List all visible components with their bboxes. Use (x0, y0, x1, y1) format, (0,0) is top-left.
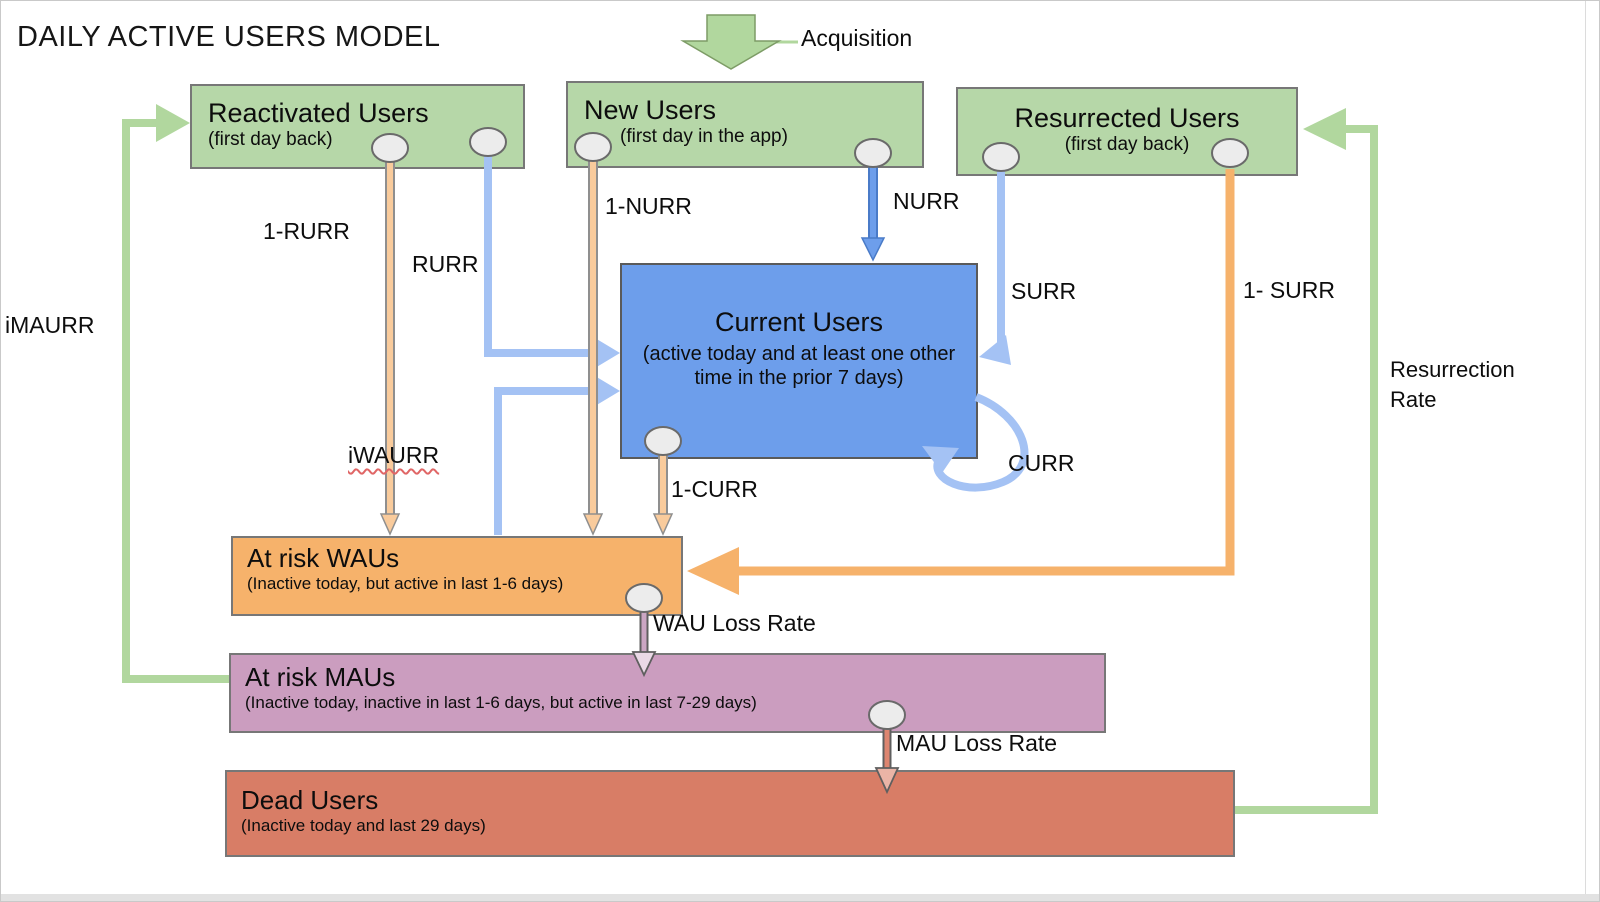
rurr-arrow (484, 151, 620, 368)
label-nurr: NURR (893, 188, 960, 214)
label-surr: SURR (1011, 278, 1077, 304)
page-title: DAILY ACTIVE USERS MODEL (17, 21, 441, 53)
one-minus-rurr-arrow (379, 153, 401, 536)
one-minus-nurr-arrow (582, 159, 604, 536)
bottom-strip (1, 894, 1599, 901)
box-current-subtitle: (active today and at least one other tim… (642, 343, 956, 390)
page-edge-line (1585, 1, 1586, 901)
box-maus-title: At risk MAUs (245, 662, 396, 692)
box-waus-subtitle: (Inactive today, but active in last 1-6 … (247, 573, 564, 593)
label-imaurr: iMAURR (5, 312, 95, 338)
label-resurrection-rate: Resurrection Rate (1390, 357, 1515, 412)
imaurr-arrow (122, 104, 229, 683)
label-1-surr: 1- SURR (1243, 277, 1336, 303)
label-rurr: RURR (412, 251, 479, 277)
box-resurrected-subtitle: (first day back) (1064, 134, 1190, 156)
acquisition-arrow (680, 14, 798, 70)
box-reactivated-title: Reactivated Users (208, 98, 429, 128)
label-iwaurr: iWAURR (348, 442, 440, 468)
box-at-risk-maus: At risk MAUs (Inactive today, inactive i… (229, 653, 1106, 733)
label-1-curr: 1-CURR (671, 476, 758, 502)
one-minus-curr-arrow (652, 447, 674, 536)
iwaurr-arrow (494, 376, 620, 535)
label-1-rurr: 1-RURR (263, 218, 350, 244)
label-acquisition: Acquisition (801, 25, 913, 51)
box-current-title: Current Users (714, 307, 884, 337)
box-waus-title: At risk WAUs (247, 543, 400, 573)
label-mau-loss-rate: MAU Loss Rate (896, 730, 1058, 756)
box-new-users-subtitle: (first day in the app) (620, 126, 788, 148)
box-dead-title: Dead Users (241, 785, 379, 815)
box-maus-subtitle: (Inactive today, inactive in last 1-6 da… (245, 692, 757, 712)
resurrection-rate-arrow (1235, 108, 1378, 814)
surr-arrow (979, 171, 1011, 365)
box-resurrected-users: Resurrected Users (first day back) (956, 87, 1298, 176)
box-new-users-title: New Users (584, 95, 717, 125)
label-curr: CURR (1008, 450, 1075, 476)
label-wau-loss-rate: WAU Loss Rate (653, 610, 816, 636)
label-1-nurr: 1-NURR (605, 193, 692, 219)
box-reactivated-users: Reactivated Users (first day back) (190, 84, 525, 169)
box-dead-users: Dead Users (Inactive today and last 29 d… (225, 770, 1235, 857)
box-dead-subtitle: (Inactive today and last 29 days) (241, 815, 486, 835)
nurr-arrow (860, 161, 886, 262)
box-reactivated-subtitle: (first day back) (208, 129, 333, 151)
box-new-users: New Users (first day in the app) (566, 81, 924, 168)
box-at-risk-waus: At risk WAUs (Inactive today, but active… (231, 536, 683, 616)
box-current-users: Current Users (active today and at least… (620, 263, 978, 459)
box-resurrected-title: Resurrected Users (1014, 103, 1240, 133)
